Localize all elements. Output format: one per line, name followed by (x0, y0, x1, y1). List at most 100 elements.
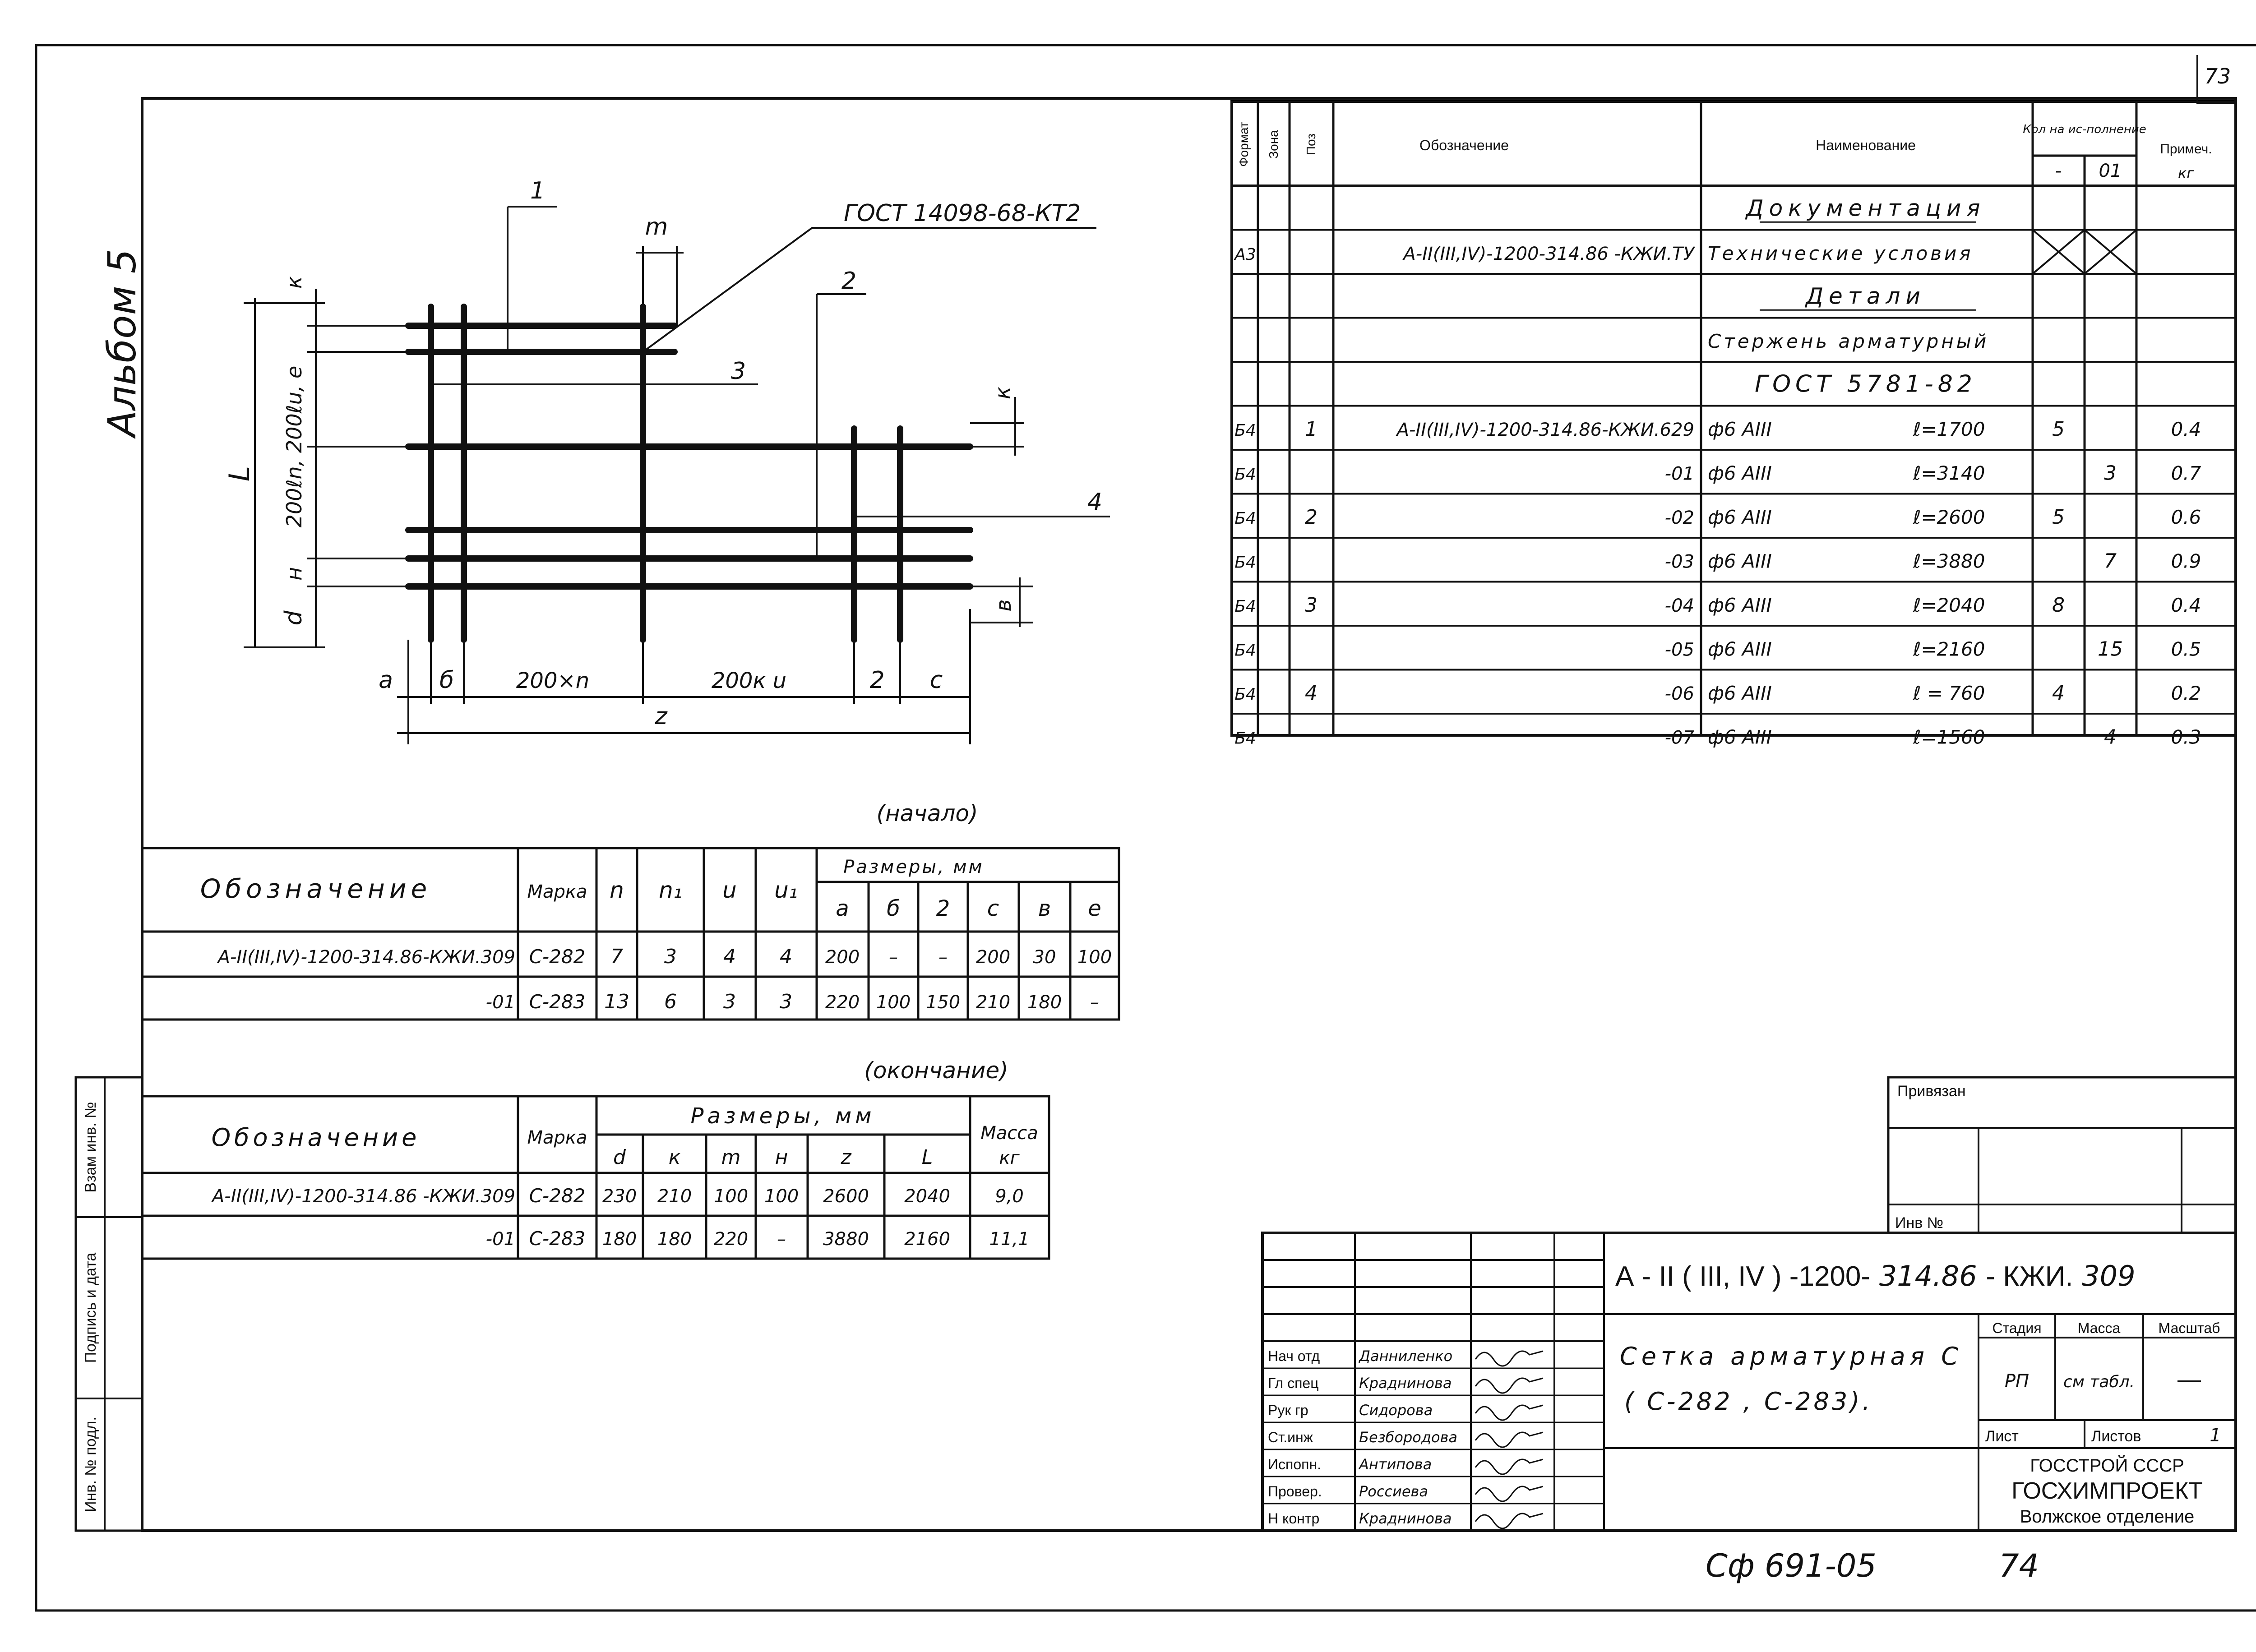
mesh-drawing: ГОСТ 14098-68-КТ2 1 m 2 3 4 к к 200ℓn, 2… (223, 177, 1110, 744)
spec-name: ф6 АІІІ (1708, 638, 1772, 660)
te-h-mass-unit: кг (999, 1148, 1020, 1168)
tb-code-part4: 309 (2082, 1260, 2135, 1292)
ts-u1: 3 (780, 990, 792, 1013)
spec-name-length: ℓ=3140 (1913, 462, 1985, 484)
spec-h-qty: Кол на ис-полнение (2023, 123, 2146, 136)
tb-code-part2: 314.86 (1879, 1260, 1977, 1292)
tb-stage-h: Стадия (1992, 1320, 2041, 1336)
ts-h-n: n (610, 877, 624, 903)
spec-qty-b: 7 (2104, 549, 2117, 572)
spec-name: ф6 АІІІ (1708, 682, 1772, 704)
signature-mark (1475, 1350, 1544, 1367)
tb-role: Н контр (1268, 1510, 1319, 1527)
label-k-right: к (990, 387, 1015, 399)
tb-name-line1: Сетка арматурная С (1620, 1342, 1963, 1371)
spec-name: Детали (1805, 283, 1926, 309)
stamp-podpis: Подпись и дата (82, 1253, 99, 1363)
spec-designation: -06 (1665, 683, 1694, 704)
footer-code: Сф 691-05 (1706, 1547, 1877, 1584)
ts-h-designation: Обозначение (200, 873, 431, 904)
te-mark: С-283 (529, 1227, 586, 1250)
spec-row: Детали (1232, 283, 2236, 319)
ts-u: 4 (723, 945, 736, 968)
label-200n: 200×n (516, 668, 589, 693)
tb-stage: РП (2005, 1371, 2029, 1392)
spec-designation: -02 (1665, 508, 1694, 528)
te-size-value: 180 (657, 1229, 692, 1250)
spec-qty-a: 5 (2052, 418, 2065, 441)
spec-qty-a: 8 (2052, 594, 2065, 617)
ts-designation: -01 (486, 992, 515, 1013)
tb-role: Рук гр (1268, 1402, 1308, 1418)
spec-designation: -04 (1665, 595, 1694, 616)
spec-name-length: ℓ=1560 (1913, 726, 1985, 748)
te-size-value: – (777, 1229, 786, 1250)
signature-mark (1475, 1458, 1544, 1475)
outer-border (35, 44, 2256, 1612)
signature-mark (1475, 1404, 1544, 1421)
te-size-value: 220 (714, 1229, 748, 1250)
label-pos2: 2 (841, 268, 856, 295)
ts-h-sizes: Размеры, мм (843, 857, 984, 877)
spec-format: Б4 (1234, 509, 1256, 528)
page-number: 73 (2205, 64, 2231, 88)
ts-size-value: 30 (1033, 947, 1056, 968)
spec-name: Документация (1745, 195, 1986, 221)
label-L: L (223, 466, 256, 482)
spec-format: Б4 (1234, 729, 1256, 748)
label-b: в (991, 599, 1016, 611)
ts-u1: 4 (780, 945, 792, 968)
te-designation: А-ІІ(ІІІ,ІV)-1200-314.86 -КЖИ.309 (211, 1186, 515, 1207)
tb-org3: Волжское отделение (2020, 1507, 2195, 1527)
ts-mark: С-283 (529, 991, 586, 1013)
spec-pos: 1 (1305, 418, 1318, 441)
label-sb: б (439, 667, 454, 694)
spec-h-pos: Поз (1304, 134, 1318, 155)
side-stamp: Взам инв. № Подпись и дата Инв. № подл. (74, 1076, 143, 1532)
spec-h-format: Формат (1237, 122, 1251, 167)
te-mass: 11,1 (989, 1229, 1029, 1250)
te-sub-header: н (775, 1146, 788, 1169)
spec-name: ф6 АІІІ (1708, 418, 1772, 440)
spec-pos: 4 (1305, 682, 1318, 705)
spec-qty-a: 4 (2052, 682, 2065, 705)
ts-sub-header: а (836, 896, 849, 921)
spec-note: 0.3 (2171, 726, 2201, 748)
ts-size-value: 150 (926, 992, 960, 1013)
spec-format: А3 (1234, 245, 1256, 264)
spec-name: ГОСТ 5781-82 (1755, 370, 1977, 397)
te-h-mark: Марка (527, 1127, 587, 1148)
ts-designation: А-ІІ(ІІІ,ІV)-1200-314.86-КЖИ.309 (217, 947, 515, 968)
ts-u: 3 (723, 990, 736, 1013)
te-size-value: 230 (602, 1186, 637, 1207)
gost-label: ГОСТ 14098-68-КТ2 (844, 200, 1081, 227)
ts-sub-header: б (887, 896, 900, 921)
ts-n1: 3 (664, 945, 677, 968)
spec-note: 0.2 (2171, 682, 2201, 704)
spec-qty-b: 15 (2098, 637, 2123, 660)
ts-size-value: 180 (1027, 992, 1062, 1013)
te-size-value: 3880 (823, 1229, 869, 1250)
drawing-frame (141, 97, 2237, 1532)
spec-format: Б4 (1234, 421, 1256, 440)
tb-code: А - ІІ ( ІІІ, ІV ) -1200- 314.86 - КЖИ. … (1615, 1260, 2136, 1292)
tb-code-part3: - КЖИ. (1986, 1261, 2073, 1292)
label-pos1: 1 (530, 177, 545, 204)
tb-scale: — (2177, 1366, 2201, 1393)
te-size-value: 2600 (823, 1186, 869, 1207)
footer-num: 74 (1999, 1547, 2039, 1584)
te-sub-header: d (613, 1146, 626, 1169)
tb-sheets: 1 (2210, 1425, 2221, 1446)
stamp-vzam: Взам инв. № (82, 1102, 99, 1192)
ts-size-value: 100 (876, 992, 911, 1013)
